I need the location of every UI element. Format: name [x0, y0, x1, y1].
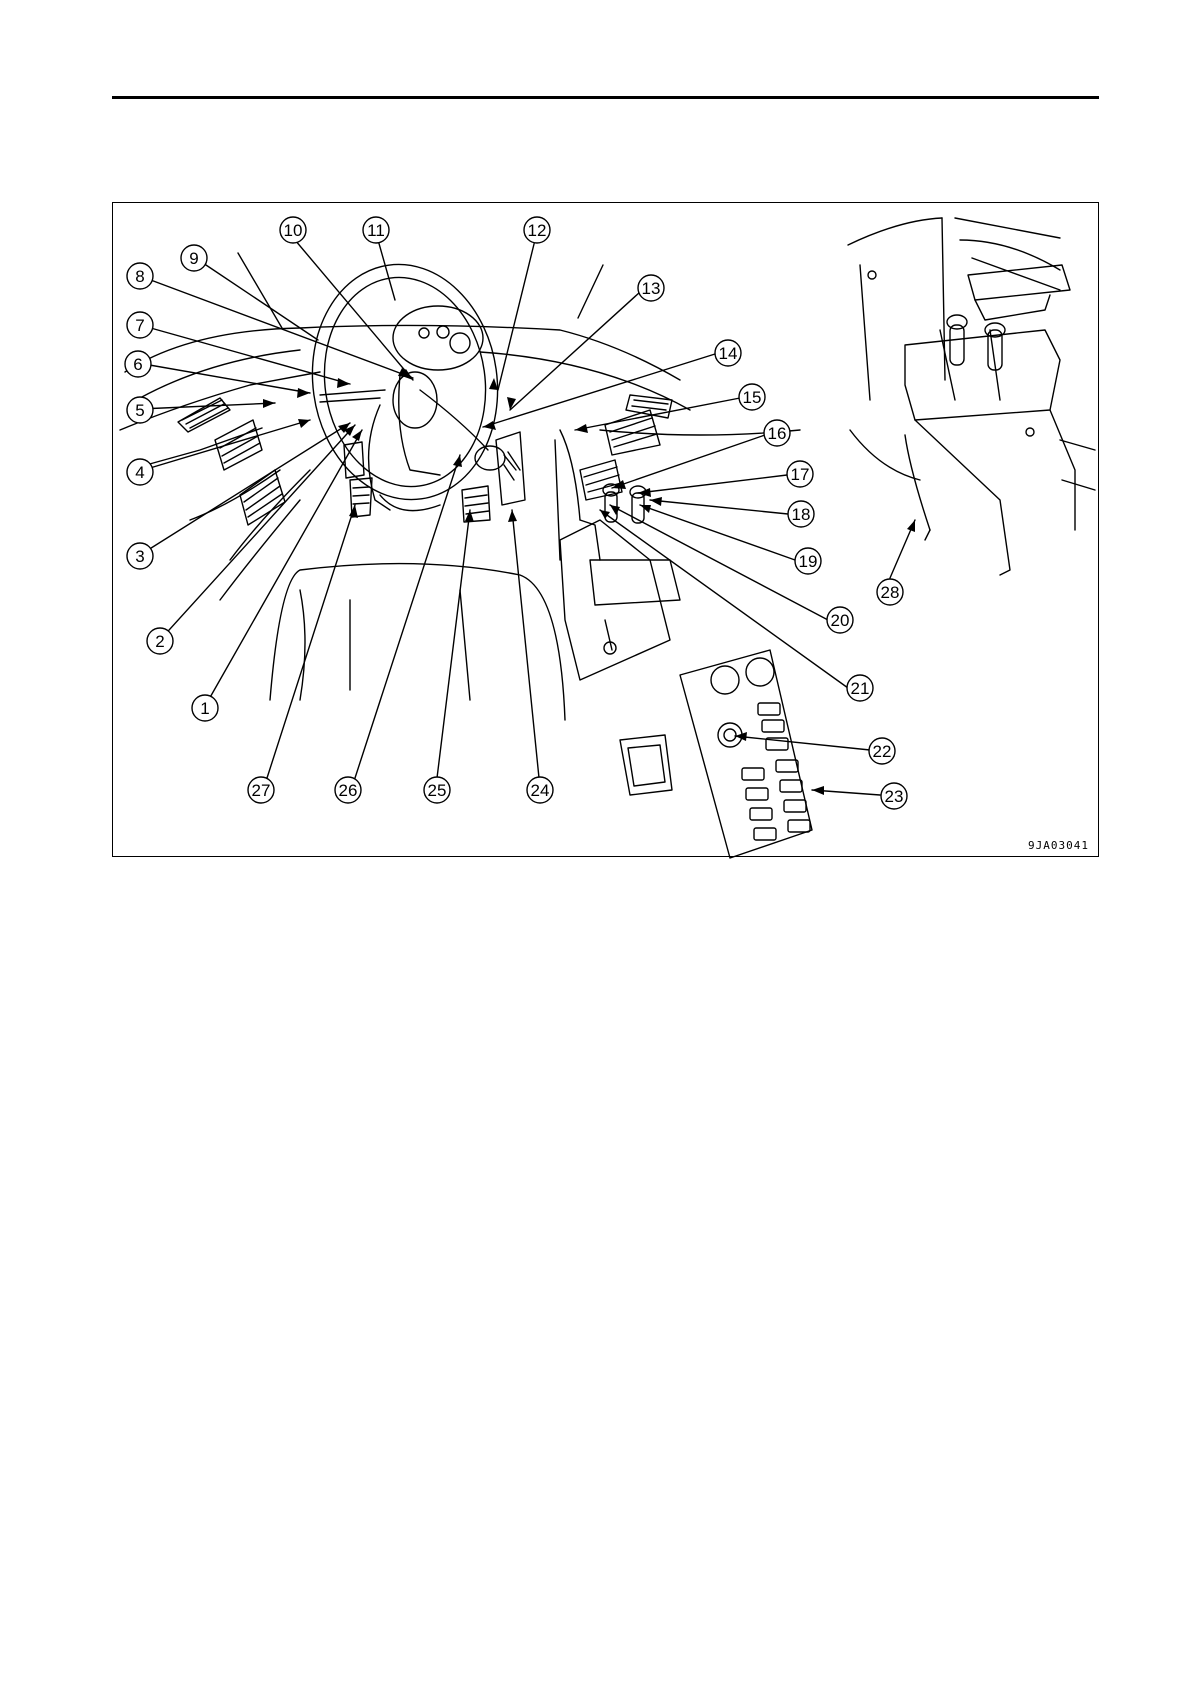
callout-23: 23	[881, 783, 907, 809]
callout-13: 13	[638, 275, 664, 301]
svg-text:3: 3	[135, 547, 144, 566]
svg-text:7: 7	[135, 316, 144, 335]
callout-2: 2	[147, 628, 173, 654]
leader-18	[650, 500, 788, 514]
callout-11: 11	[363, 217, 389, 243]
leader-9	[203, 263, 318, 340]
svg-text:1: 1	[200, 699, 209, 718]
svg-text:17: 17	[791, 465, 810, 484]
callout-19: 19	[795, 548, 821, 574]
callout-26: 26	[335, 777, 361, 803]
callout-17: 17	[787, 461, 813, 487]
svg-text:8: 8	[135, 267, 144, 286]
callout-3: 3	[127, 543, 153, 569]
svg-text:26: 26	[339, 781, 358, 800]
leader-21	[600, 510, 848, 688]
callout-6: 6	[125, 351, 151, 377]
svg-text:9: 9	[189, 249, 198, 268]
svg-text:12: 12	[528, 221, 547, 240]
leader-22	[735, 736, 870, 750]
leader-1	[204, 430, 362, 708]
callout-12: 12	[524, 217, 550, 243]
callout-5: 5	[127, 397, 153, 423]
callout-7: 7	[127, 312, 153, 338]
svg-text:14: 14	[719, 344, 738, 363]
callout-15: 15	[739, 384, 765, 410]
svg-text:6: 6	[133, 355, 142, 374]
leader-5	[140, 403, 275, 409]
svg-text:5: 5	[135, 401, 144, 420]
svg-text:27: 27	[252, 781, 271, 800]
callout-14: 14	[715, 340, 741, 366]
callout-9: 9	[181, 245, 207, 271]
leader-11	[378, 240, 395, 300]
svg-text:16: 16	[768, 424, 787, 443]
arrowheads	[263, 368, 915, 795]
svg-text:22: 22	[873, 742, 892, 761]
svg-text:13: 13	[642, 279, 661, 298]
svg-text:18: 18	[792, 505, 811, 524]
callout-24: 24	[527, 777, 553, 803]
callout-1: 1	[192, 695, 218, 721]
inset-illustration	[848, 218, 1095, 575]
leader-14	[483, 354, 715, 427]
leader-27	[267, 505, 355, 778]
steering-wheel	[297, 252, 512, 511]
callout-27: 27	[248, 777, 274, 803]
svg-text:28: 28	[881, 583, 900, 602]
leader-13	[510, 292, 640, 410]
leader-2	[160, 425, 355, 640]
svg-text:2: 2	[155, 632, 164, 651]
leader-12	[498, 240, 535, 390]
callout-4: 4	[127, 459, 153, 485]
svg-text:24: 24	[531, 781, 550, 800]
right-vents	[580, 395, 672, 500]
left-vents	[178, 398, 285, 525]
svg-text:20: 20	[831, 611, 850, 630]
callout-16: 16	[764, 420, 790, 446]
svg-text:25: 25	[428, 781, 447, 800]
pedals	[344, 432, 525, 522]
svg-text:21: 21	[851, 679, 870, 698]
figure-code: 9JA03041	[1028, 839, 1089, 852]
callout-8: 8	[127, 263, 153, 289]
callout-25: 25	[424, 777, 450, 803]
svg-text:15: 15	[743, 388, 762, 407]
callouts: 1 2 3 4 5 6 7 8 9 10 11	[125, 217, 907, 809]
svg-text:23: 23	[885, 787, 904, 806]
svg-text:11: 11	[367, 221, 385, 240]
svg-text:10: 10	[284, 221, 303, 240]
svg-text:19: 19	[799, 552, 818, 571]
callout-10: 10	[280, 217, 306, 243]
cab-illustration	[120, 252, 812, 858]
callout-18: 18	[788, 501, 814, 527]
leader-24	[512, 510, 539, 778]
callout-22: 22	[869, 738, 895, 764]
callout-20: 20	[827, 607, 853, 633]
switch-panel	[680, 650, 812, 858]
callout-28: 28	[877, 579, 903, 605]
svg-text:4: 4	[135, 463, 144, 482]
leader-17	[638, 475, 787, 493]
callout-21: 21	[847, 675, 873, 701]
